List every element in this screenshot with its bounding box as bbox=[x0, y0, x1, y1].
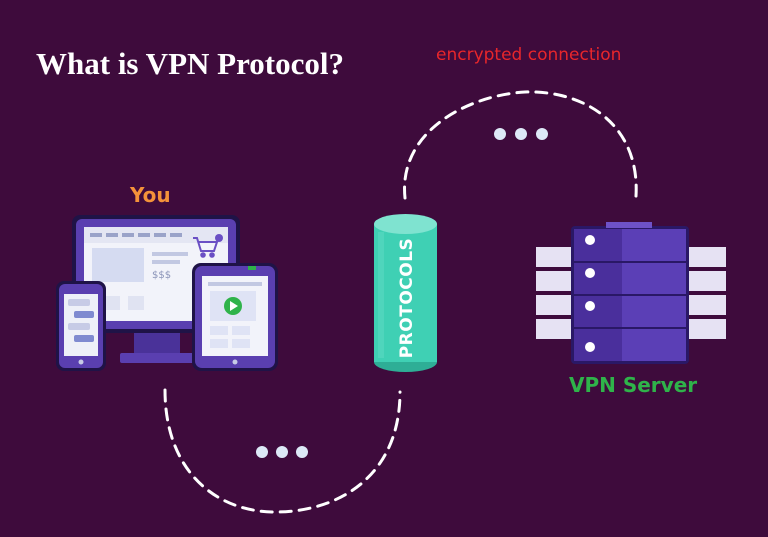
vpn-server-illustration bbox=[536, 222, 726, 364]
devices-illustration: $$$ bbox=[56, 215, 278, 371]
dots-top bbox=[494, 128, 548, 140]
price-text: $$$ bbox=[152, 270, 171, 281]
protocols-cylinder bbox=[374, 214, 437, 372]
protocols-label: PROTOCOLS bbox=[397, 237, 417, 359]
server-status-lights bbox=[585, 235, 595, 352]
you-label: You bbox=[130, 183, 171, 207]
dots-bottom bbox=[256, 446, 308, 458]
tablet bbox=[192, 263, 278, 371]
shopping-cart-icon bbox=[193, 237, 219, 258]
vpn-server-label: VPN Server bbox=[569, 373, 698, 397]
dashed-path-bottom bbox=[163, 388, 402, 514]
phone bbox=[56, 281, 106, 371]
page-title: What is VPN Protocol? bbox=[36, 46, 344, 81]
encrypted-connection-label: encrypted connection bbox=[436, 45, 622, 65]
dashed-path-top bbox=[403, 90, 638, 200]
play-icon bbox=[224, 297, 242, 315]
